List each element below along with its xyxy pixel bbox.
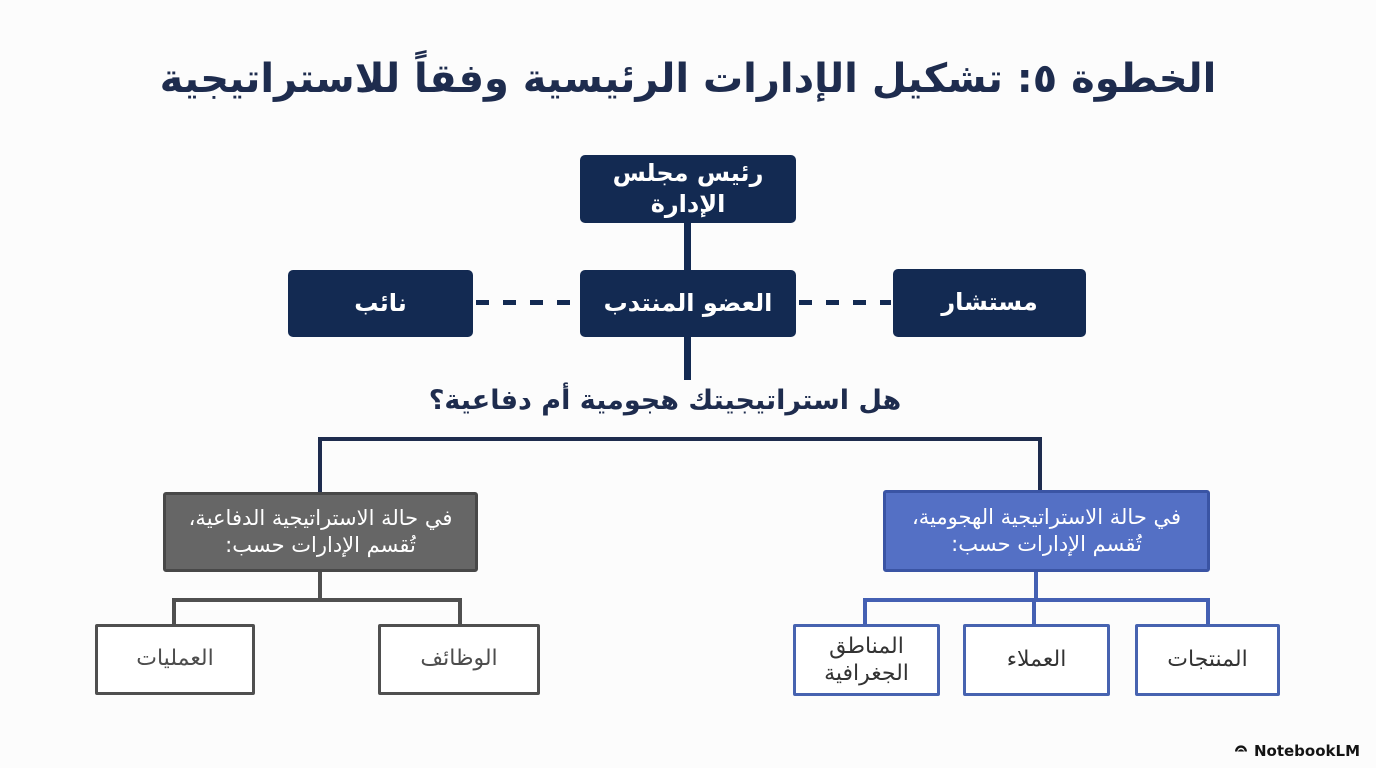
notebooklm-logo-icon [1233, 743, 1249, 759]
bracket-left-drop [318, 437, 322, 494]
node-products: المنتجات [1135, 624, 1280, 696]
defensive-connector-bar [172, 598, 462, 602]
connector-md-question [684, 336, 691, 380]
offensive-connector-drop-middle [1032, 598, 1036, 626]
offensive-connector-bar [863, 598, 1210, 602]
node-operations-label: العمليات [136, 646, 214, 672]
defensive-connector-drop-right [458, 598, 462, 626]
node-deputy-label: نائب [354, 288, 407, 317]
bracket-right-drop [1038, 437, 1042, 492]
defensive-connector-stem [318, 572, 322, 600]
node-deputy: نائب [288, 270, 473, 337]
offensive-connector-drop-right [1206, 598, 1210, 626]
page-title: الخطوة ٥: تشكيل الإدارات الرئيسية وفقاً … [159, 56, 1217, 102]
node-operations: العمليات [95, 624, 255, 695]
node-chairman-label: رئيس مجلس الإدارة [612, 158, 764, 218]
node-clients: العملاء [963, 624, 1110, 696]
node-chairman: رئيس مجلس الإدارة [580, 155, 796, 223]
node-geographic-regions-label: المناطق الجغرافية [824, 633, 909, 687]
notebooklm-label: NotebookLM [1253, 742, 1360, 760]
offensive-connector-drop-left [863, 598, 867, 626]
offensive-connector-stem [1034, 572, 1038, 600]
branch-offensive-label: في حالة الاستراتيجية الهجومية، تُقسم الإ… [911, 504, 1182, 556]
node-managing-director-label: العضو المنتدب [603, 288, 773, 317]
node-functions-label: الوظائف [420, 646, 498, 672]
strategy-question: هل استراتيجيتك هجومية أم دفاعية؟ [428, 385, 902, 416]
branch-offensive: في حالة الاستراتيجية الهجومية، تُقسم الإ… [883, 490, 1210, 572]
node-functions: الوظائف [378, 624, 540, 695]
dashed-connector-deputy-md [476, 300, 578, 305]
connector-chairman-md [684, 222, 691, 272]
node-consultant-label: مستشار [941, 288, 1038, 317]
node-clients-label: العملاء [1006, 647, 1067, 673]
branch-defensive-label: في حالة الاستراتيجية الدفاعية، تُقسم الإ… [188, 505, 453, 557]
node-geographic-regions: المناطق الجغرافية [793, 624, 940, 696]
dashed-connector-md-consultant [799, 300, 891, 305]
node-consultant: مستشار [893, 269, 1086, 337]
node-products-label: المنتجات [1167, 647, 1248, 673]
node-managing-director: العضو المنتدب [580, 270, 796, 337]
branch-defensive: في حالة الاستراتيجية الدفاعية، تُقسم الإ… [163, 492, 478, 572]
bracket-horizontal [318, 437, 1042, 441]
defensive-connector-drop-left [172, 598, 176, 626]
notebooklm-watermark: NotebookLM [1233, 742, 1360, 760]
